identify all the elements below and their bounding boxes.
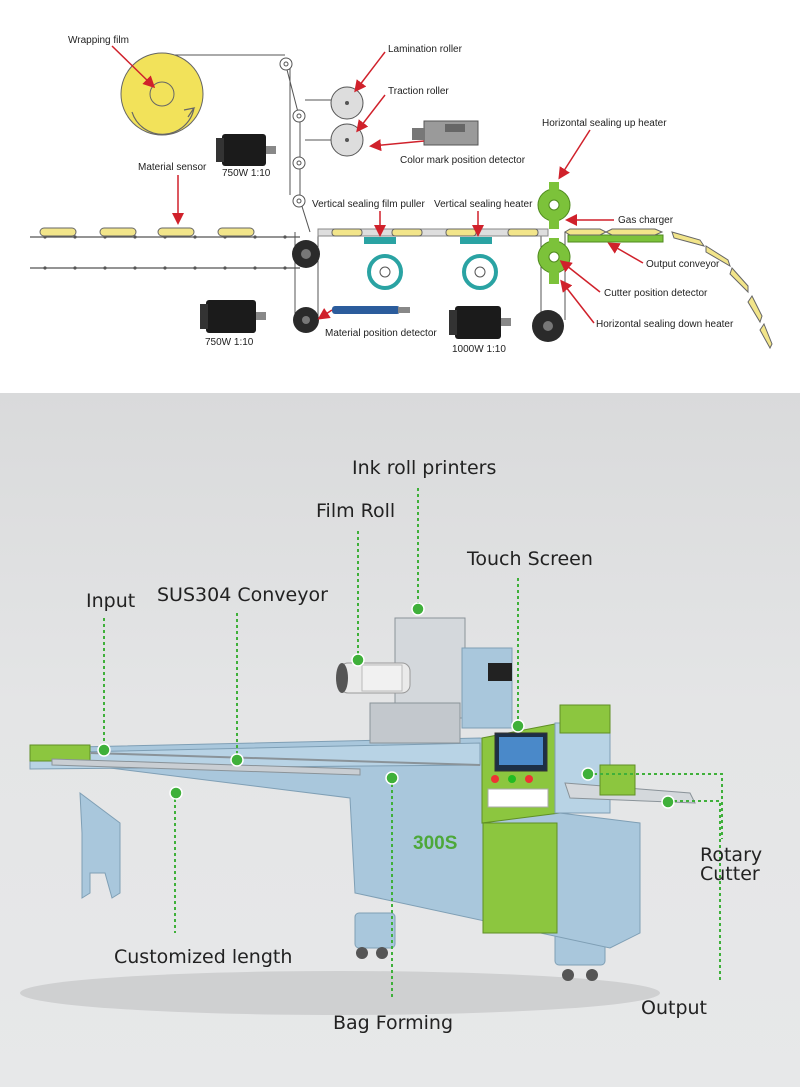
material-position-detector-icon	[332, 306, 410, 314]
callout-leaders	[103, 488, 723, 998]
color-mark-detector-icon	[412, 120, 479, 146]
servo-motor-icon	[216, 134, 276, 166]
control-buttons	[487, 775, 549, 808]
traction-roller-label: Traction roller	[388, 86, 449, 97]
servo-motor-icon	[449, 306, 511, 339]
customized-length-label: Customized length	[114, 946, 292, 968]
idler-rollers	[279, 57, 306, 208]
vertical-sealing-heater-label: Vertical sealing heater	[434, 199, 533, 210]
lamination-roller	[330, 86, 364, 120]
output-conveyor-label: Output conveyor	[646, 259, 720, 270]
material-position-detector-label: Material position detector	[325, 328, 437, 339]
bag-forming-label: Bag Forming	[333, 1012, 453, 1034]
lamination-roller-label: Lamination roller	[388, 44, 463, 55]
rotary-cutter-label-line1: Rotary	[700, 844, 762, 866]
vertical-sealer-wheels	[367, 254, 498, 290]
ink-roll-printers-label: Ink roll printers	[352, 457, 496, 479]
callout-dots	[97, 602, 675, 809]
motor-bottom-center-label: 1000W 1:10	[452, 344, 506, 355]
touch-screen	[494, 732, 548, 772]
horizontal-down-heater-label: Horizontal sealing down heater	[596, 319, 734, 330]
model-label: 300S	[413, 833, 457, 854]
film-roll-assembly	[336, 617, 513, 744]
output-conveyor	[564, 228, 664, 243]
rotary-cutter-label-line2: Cutter	[700, 863, 760, 885]
vertical-film-puller-label: Vertical sealing film puller	[312, 199, 425, 210]
horizontal-up-heater-label: Horizontal sealing up heater	[542, 118, 667, 129]
servo-motor-icon	[200, 300, 266, 333]
film-path	[163, 54, 566, 320]
output-conveyor-photo	[564, 764, 696, 804]
material-sensor-label: Material sensor	[138, 162, 207, 173]
film-tube	[317, 228, 549, 237]
cutter-detector-label: Cutter position detector	[604, 288, 708, 299]
input-label: Input	[86, 590, 135, 612]
input-conveyor	[30, 227, 300, 270]
output-product-chain	[671, 231, 773, 350]
color-mark-detector-label: Color mark position detector	[400, 155, 526, 166]
machine-photo-panel: 300S	[0, 393, 800, 1087]
process-schematic: Wrapping film Lamination roller Traction…	[0, 0, 800, 393]
sus304-conveyor-label: SUS304 Conveyor	[157, 584, 328, 606]
film-roll-label: Film Roll	[316, 500, 395, 522]
output-label: Output	[641, 997, 707, 1019]
motor-top-label: 750W 1:10	[222, 168, 271, 179]
touch-screen-label: Touch Screen	[466, 548, 593, 570]
traction-roller	[330, 123, 364, 157]
caster-wheels	[356, 947, 598, 981]
horizontal-sealing-up-heater	[537, 182, 571, 229]
vertical-sealer-blocks	[364, 237, 492, 244]
drive-sprockets	[292, 240, 564, 342]
wrapping-film-roll	[120, 52, 204, 136]
motor-bottom-left-label: 750W 1:10	[205, 337, 254, 348]
wrapping-film-label: Wrapping film	[68, 35, 129, 46]
gas-charger-label: Gas charger	[618, 215, 674, 226]
